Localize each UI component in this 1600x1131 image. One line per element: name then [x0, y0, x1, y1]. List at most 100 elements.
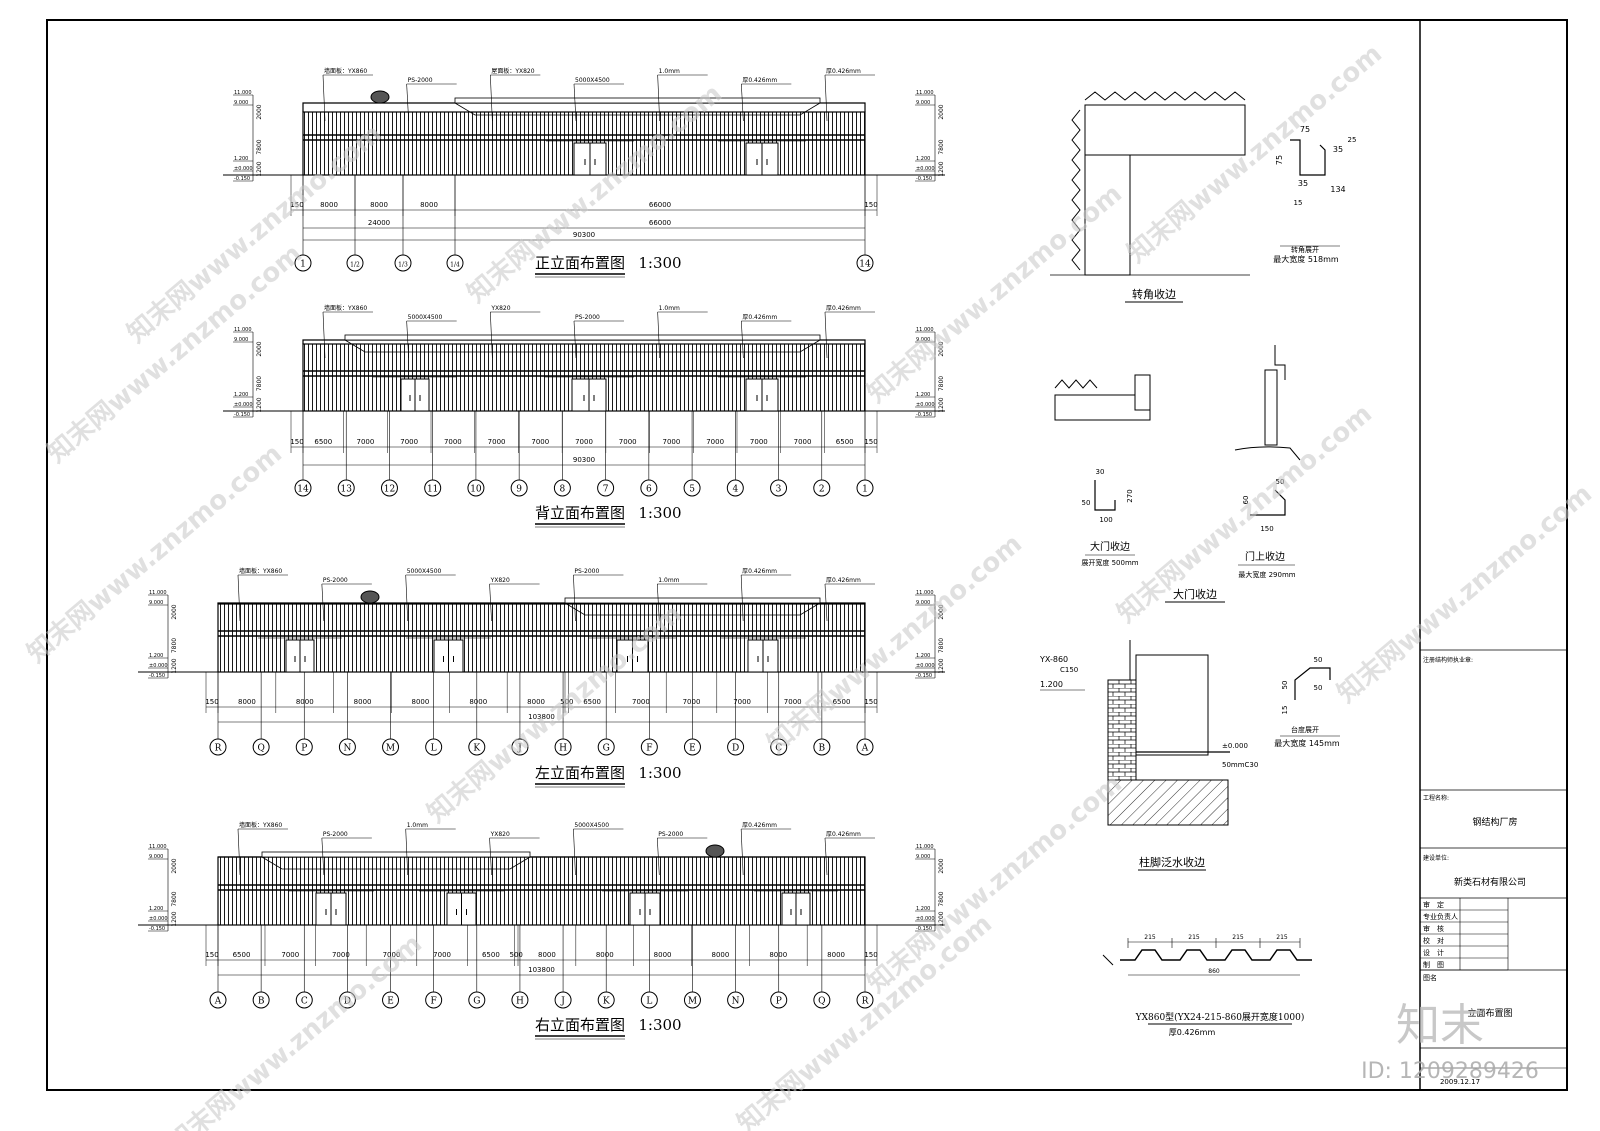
note-leader	[741, 83, 744, 122]
detail-note: 展开宽度 500mm	[1081, 558, 1138, 567]
tb-drawing: 立面布置图	[1467, 1007, 1512, 1019]
dimension-value: 6500	[836, 438, 854, 446]
note-leader	[573, 320, 577, 359]
detail-dim: 25	[1348, 136, 1357, 144]
note-text: 1.0mm	[659, 305, 680, 312]
level-label: ±0.000	[916, 166, 935, 172]
axis-label: R	[215, 744, 222, 754]
axis-bubble	[726, 479, 744, 497]
axis-bubble	[425, 738, 443, 756]
detail-dim: 100	[1099, 516, 1112, 524]
axis-bubble	[553, 479, 571, 497]
detail-dim: 50	[1281, 681, 1289, 690]
detail-note: 转角展开	[1291, 245, 1319, 254]
dimension-value: 8000	[354, 698, 372, 706]
axis-label: J	[560, 997, 565, 1007]
axis-bubble	[554, 738, 572, 756]
wall-panel	[1054, 379, 1098, 389]
note-leader	[573, 574, 576, 622]
elevation-back: 11.0009.0001.200±0.000-0.150200078001200…	[223, 304, 945, 528]
axis-bubble	[813, 479, 831, 497]
detail-note: 最大宽度 290mm	[1238, 570, 1295, 579]
detail-label: 50mmC30	[1222, 761, 1258, 769]
dimension-value: 150	[205, 698, 218, 706]
gutter-line	[344, 339, 821, 353]
dimension-value: 7000	[444, 438, 462, 446]
axis-bubble	[468, 738, 486, 756]
axis-label: B	[258, 997, 265, 1007]
axis-label: M	[688, 997, 697, 1007]
dimension-value: 8000	[654, 951, 672, 959]
axis-label: M	[386, 744, 395, 754]
axis-bubble	[683, 738, 701, 756]
note-text: 厚0.426mm	[742, 822, 777, 829]
note-text: 厚0.426mm	[826, 577, 861, 584]
note-leader	[322, 74, 326, 122]
axis-label: J	[517, 744, 522, 754]
level-label: 9.000	[916, 100, 930, 106]
note-text: YX820	[490, 577, 510, 584]
axis-label: E	[387, 997, 394, 1007]
dimension-value: 150	[864, 438, 877, 446]
detail-dim: 50	[1082, 499, 1091, 507]
elevation-title: 右立面布置图	[535, 1016, 625, 1034]
dimension-value: 7000	[794, 438, 812, 446]
note-leader	[573, 83, 577, 122]
axis-label: 5	[689, 485, 695, 495]
dimension-value: 7000	[488, 438, 506, 446]
axis-label: D	[344, 997, 351, 1007]
level-label: 11.000	[916, 590, 934, 596]
level-height: 1200	[938, 397, 945, 412]
detail-note: 最大宽度 145mm	[1274, 738, 1340, 748]
level-label: ±0.000	[916, 402, 935, 408]
note-leader	[824, 583, 828, 622]
dimension-value: 7000	[663, 438, 681, 446]
sheet-border	[46, 19, 1568, 1091]
axis-label: 1	[862, 485, 868, 495]
detail-dim: 50	[1314, 656, 1323, 664]
note-leader	[657, 74, 660, 122]
level-label: -0.150	[916, 412, 932, 418]
elevation-title: 背立面布置图	[535, 504, 625, 522]
level-label: 1.200	[149, 653, 163, 659]
note-leader	[489, 837, 492, 876]
level-label: 9.000	[916, 854, 930, 860]
note-text: 1.0mm	[658, 577, 679, 584]
axis-bubble	[640, 991, 658, 1009]
note-leader	[489, 583, 492, 622]
dimension-value: 8000	[320, 201, 338, 209]
axis-label: Q	[257, 744, 264, 754]
note-text: 5000X4500	[407, 568, 442, 575]
dimension-value: 7000	[400, 438, 418, 446]
tb-label: 建设单位:	[1423, 854, 1449, 862]
wall-panel	[1071, 109, 1081, 271]
level-height: 7800	[938, 376, 945, 391]
detail-dim: 150	[1260, 525, 1273, 533]
axis-bubble	[338, 738, 356, 756]
axis-label: 8	[560, 485, 566, 495]
dimension-value: 150	[205, 951, 218, 959]
note-leader	[657, 311, 660, 359]
axis-label: E	[689, 744, 696, 754]
note-text: 厚0.426mm	[826, 68, 861, 75]
detail-dim: 50	[1314, 684, 1323, 692]
level-label: -0.150	[149, 926, 165, 932]
axis-label: 6	[646, 485, 652, 495]
axis-label: C	[775, 744, 782, 754]
level-height: 7800	[938, 638, 945, 653]
door-jamb	[1264, 369, 1278, 446]
detail-subtitle: 门上收边	[1245, 550, 1285, 563]
axis-bubble	[683, 479, 701, 497]
level-height: 7800	[171, 638, 178, 653]
level-label: -0.150	[149, 673, 165, 679]
axis-bubble	[294, 479, 312, 497]
axis-bubble	[770, 991, 788, 1009]
dimension-value: 6500	[233, 951, 251, 959]
tb-row-label: 制 图	[1423, 960, 1444, 969]
watermark-text: 知末网www.znzmo.com	[162, 929, 428, 1131]
level-label: 9.000	[916, 337, 930, 343]
detail-dim: 15	[1294, 199, 1303, 207]
axis-bubble	[856, 991, 874, 1009]
